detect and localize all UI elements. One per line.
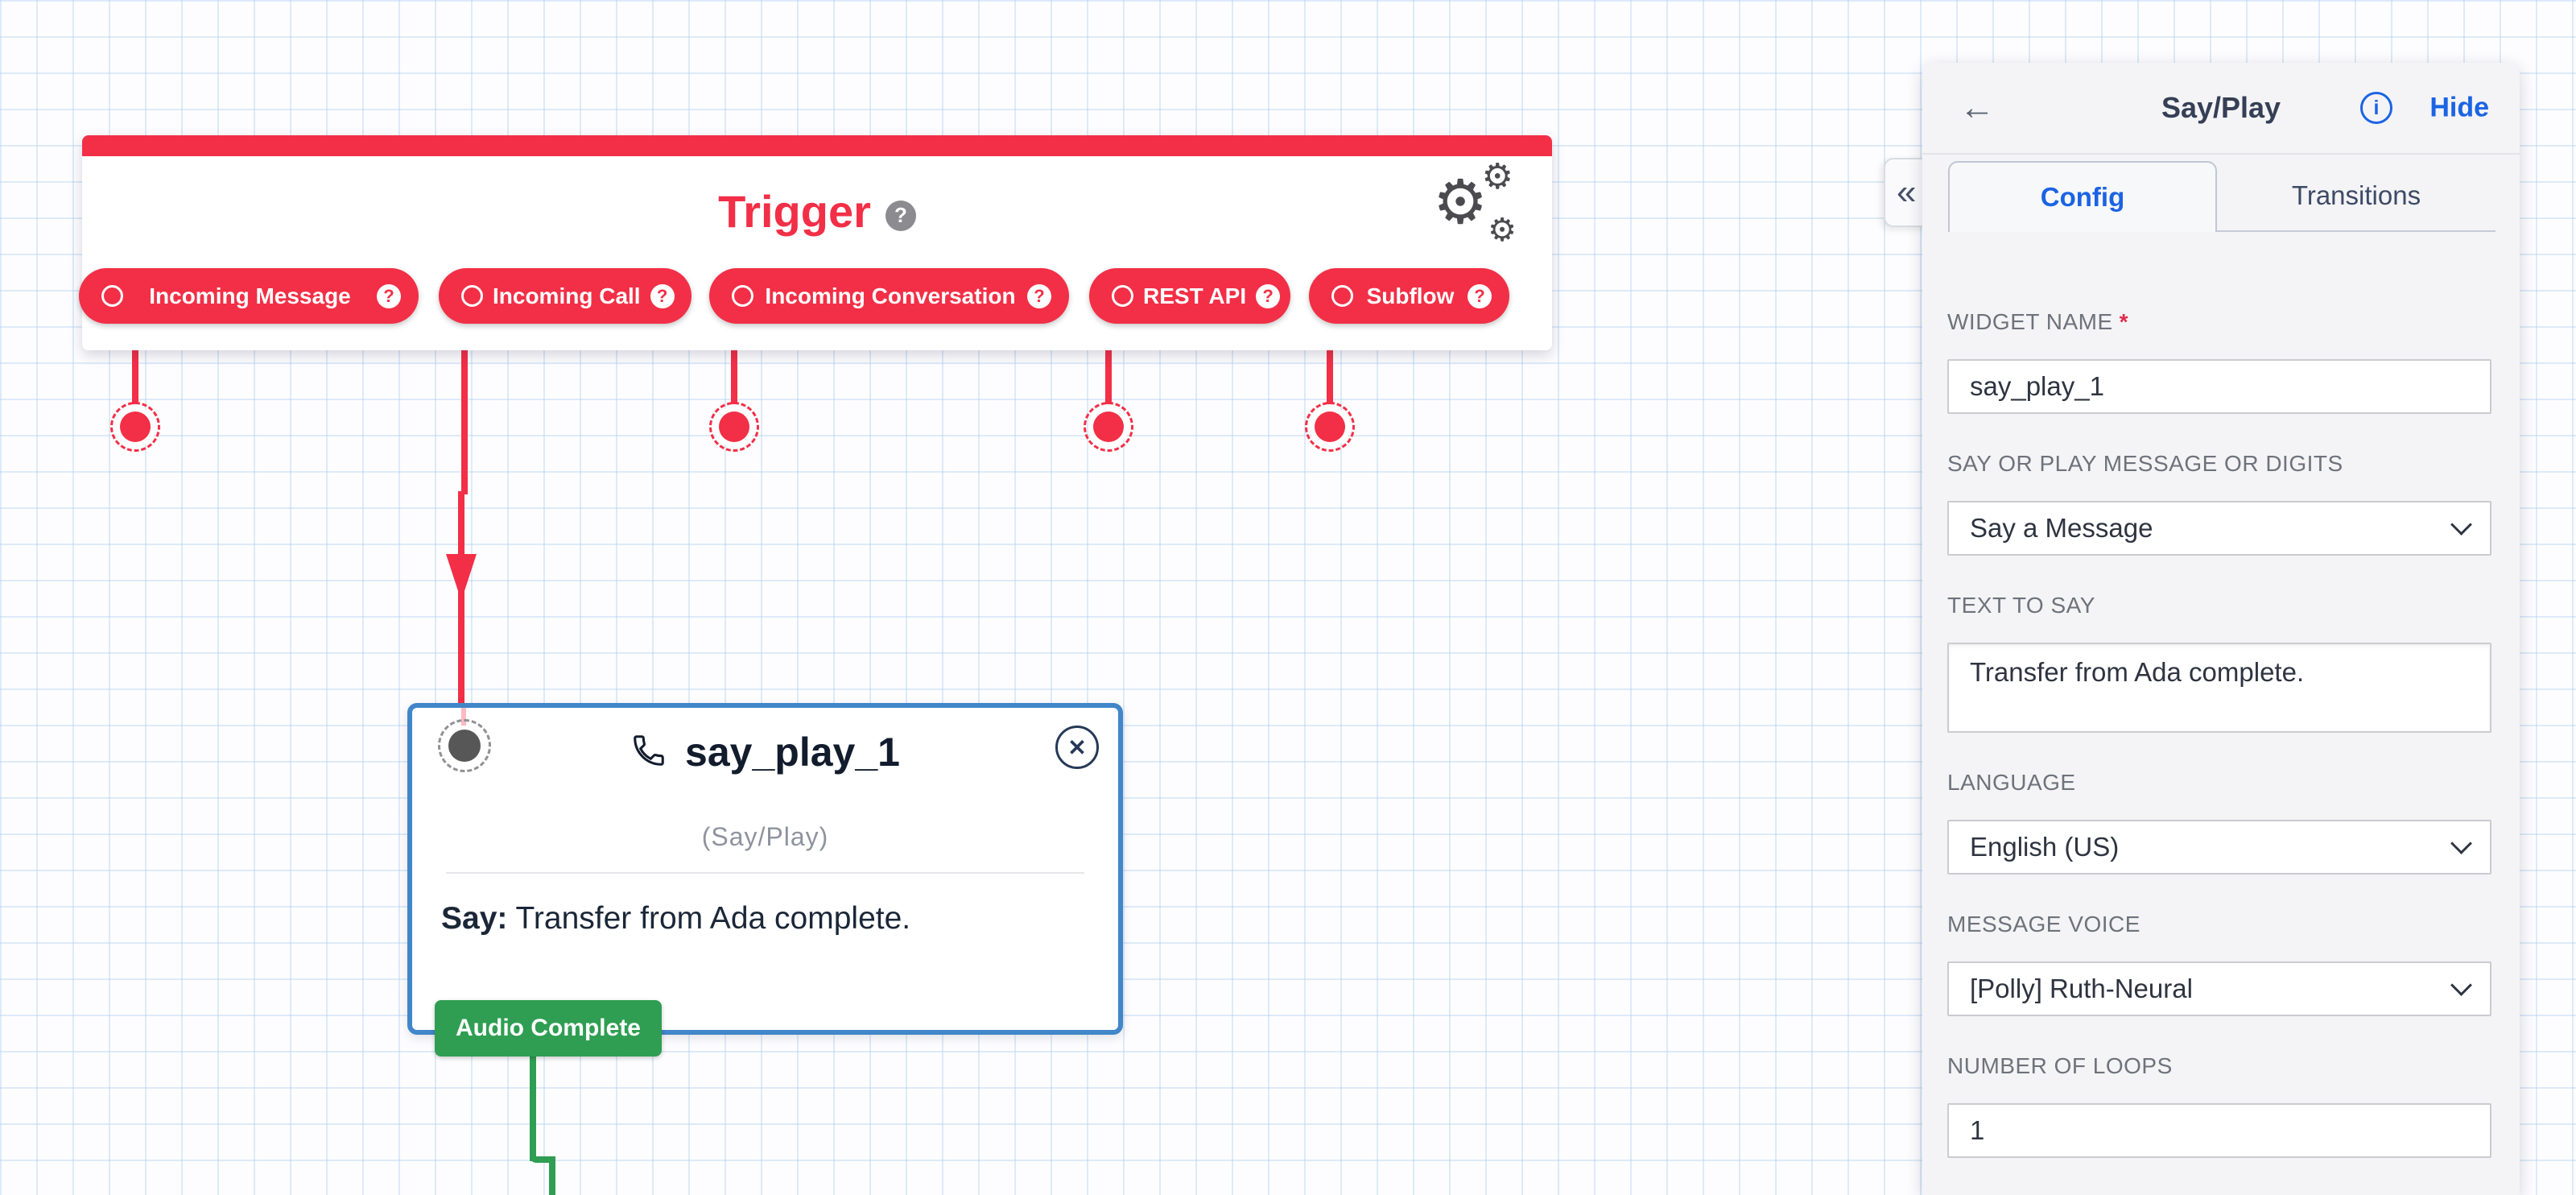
tab-config[interactable]: Config bbox=[1948, 161, 2217, 232]
connector-arrow-icon bbox=[446, 554, 477, 601]
field-language: LANGUAGE English (US) bbox=[1947, 770, 2491, 875]
port-dot-icon bbox=[1315, 411, 1345, 442]
pill-label: REST API bbox=[1143, 283, 1247, 308]
trigger-widget[interactable]: Trigger ? ⚙ ⚙ ⚙ Incoming Message ? Incom… bbox=[79, 135, 1552, 350]
pill-label: Incoming Conversation bbox=[765, 283, 1016, 308]
port-circle-icon bbox=[1112, 285, 1133, 307]
widget-name-input[interactable] bbox=[1947, 359, 2491, 414]
close-icon: ✕ bbox=[1067, 734, 1087, 760]
say-prefix: Say: bbox=[441, 901, 508, 936]
connector-line-rest-api bbox=[1105, 324, 1112, 404]
trigger-pill-rest-api[interactable]: REST API ? bbox=[1089, 268, 1290, 324]
widget-type-label: (Say/Play) bbox=[701, 822, 829, 851]
divider bbox=[446, 872, 1084, 874]
field-message-voice: MESSAGE VOICE [Polly] Ruth-Neural bbox=[1947, 912, 2491, 1016]
gear-icon: ⚙ bbox=[1433, 168, 1488, 237]
help-icon[interactable]: ? bbox=[377, 283, 401, 308]
chevrons-left-icon: « bbox=[1897, 172, 1917, 212]
arrow-left-icon: ← bbox=[1959, 88, 1995, 127]
trigger-pill-incoming-conversation[interactable]: Incoming Conversation ? bbox=[709, 268, 1069, 324]
help-icon[interactable]: ? bbox=[1256, 283, 1281, 308]
port-dot-icon bbox=[1093, 411, 1124, 442]
tab-transitions[interactable]: Transitions bbox=[2291, 180, 2421, 210]
field-label: WIDGET NAME* bbox=[1947, 309, 2491, 335]
say-play-widget[interactable]: say_play_1 ✕ (Say/Play) Say: Transfer fr… bbox=[407, 703, 1123, 1056]
port-circle-icon bbox=[461, 285, 483, 307]
transition-connector-line bbox=[530, 1156, 555, 1163]
transition-badge-audio-complete[interactable]: Audio Complete bbox=[435, 1000, 662, 1056]
field-say-or-play: SAY OR PLAY MESSAGE OR DIGITS Say a Mess… bbox=[1947, 451, 2491, 556]
pill-label: Incoming Message bbox=[149, 283, 351, 308]
config-fields: WIDGET NAME* SAY OR PLAY MESSAGE OR DIGI… bbox=[1947, 309, 2491, 1195]
trigger-title-row: Trigger ? bbox=[82, 185, 1552, 238]
number-of-loops-input[interactable] bbox=[1947, 1103, 2491, 1158]
say-or-play-select[interactable]: Say a Message bbox=[1947, 501, 2491, 556]
field-label: MESSAGE VOICE bbox=[1947, 912, 2140, 937]
info-icon: i bbox=[2373, 96, 2380, 119]
field-label: LANGUAGE bbox=[1947, 770, 2076, 795]
config-panel: ← Say/Play i Hide Config Transitions WID… bbox=[1922, 63, 2520, 1195]
select-value: English (US) bbox=[1970, 832, 2120, 862]
trigger-port-incoming-message[interactable] bbox=[110, 402, 160, 452]
phone-icon bbox=[630, 732, 667, 773]
widget-title-row: say_play_1 bbox=[517, 729, 1013, 775]
widget-input-port[interactable] bbox=[438, 719, 491, 772]
delete-widget-button[interactable]: ✕ bbox=[1055, 726, 1099, 769]
pill-label: Incoming Call bbox=[493, 283, 641, 308]
text-to-say-textarea[interactable]: Transfer from Ada complete. bbox=[1947, 643, 2491, 733]
widget-title: say_play_1 bbox=[685, 730, 900, 775]
port-dot-icon bbox=[719, 411, 749, 442]
widget-say-preview: Say: Transfer from Ada complete. bbox=[441, 901, 1091, 937]
connector-line-incoming-message bbox=[132, 324, 138, 404]
port-dot-icon bbox=[120, 411, 151, 442]
trigger-port-rest-api[interactable] bbox=[1084, 402, 1133, 452]
port-circle-icon bbox=[1331, 285, 1353, 307]
chevron-down-icon bbox=[2450, 832, 2472, 854]
trigger-pill-incoming-message[interactable]: Incoming Message ? bbox=[79, 268, 419, 324]
field-label: TEXT TO SAY bbox=[1947, 593, 2095, 618]
trigger-widget-header-bar bbox=[82, 135, 1552, 156]
field-number-of-loops: NUMBER OF LOOPS bbox=[1947, 1053, 2491, 1158]
trigger-pill-incoming-call[interactable]: Incoming Call ? bbox=[439, 268, 691, 324]
hide-button[interactable]: Hide bbox=[2429, 92, 2489, 123]
transition-connector-line bbox=[530, 1056, 536, 1161]
trigger-port-subflow[interactable] bbox=[1305, 402, 1355, 452]
required-asterisk: * bbox=[2119, 309, 2129, 334]
panel-tabs: Config Transitions bbox=[1948, 161, 2496, 232]
panel-header: ← Say/Play i Hide bbox=[1922, 63, 2520, 155]
pill-label: Subflow bbox=[1366, 283, 1455, 308]
trigger-pill-subflow[interactable]: Subflow ? bbox=[1309, 268, 1509, 324]
trigger-port-incoming-conversation[interactable] bbox=[709, 402, 759, 452]
port-dot-icon bbox=[448, 730, 481, 762]
say-text: Transfer from Ada complete. bbox=[515, 901, 911, 936]
connector-line-subflow bbox=[1327, 324, 1333, 404]
select-value: [Polly] Ruth-Neural bbox=[1970, 974, 2193, 1003]
help-icon[interactable]: ? bbox=[650, 283, 675, 308]
chevron-down-icon bbox=[2450, 513, 2472, 535]
field-label: NUMBER OF LOOPS bbox=[1947, 1053, 2173, 1078]
panel-title: Say/Play bbox=[2161, 91, 2281, 124]
language-select[interactable]: English (US) bbox=[1947, 820, 2491, 875]
gear-icon: ⚙ bbox=[1481, 157, 1513, 196]
message-voice-select[interactable]: [Polly] Ruth-Neural bbox=[1947, 961, 2491, 1016]
select-value: Say a Message bbox=[1970, 513, 2153, 543]
help-icon[interactable]: ? bbox=[1027, 283, 1051, 308]
help-icon[interactable]: ? bbox=[885, 200, 916, 231]
trigger-title: Trigger bbox=[718, 186, 871, 237]
port-circle-icon bbox=[101, 285, 123, 307]
field-label-text: WIDGET NAME bbox=[1947, 309, 2113, 334]
back-button[interactable]: ← bbox=[1959, 90, 1995, 126]
settings-gears-icon[interactable]: ⚙ ⚙ ⚙ bbox=[1433, 159, 1517, 248]
chevron-down-icon bbox=[2450, 974, 2472, 996]
port-circle-icon bbox=[732, 285, 753, 307]
field-text-to-say: TEXT TO SAY Transfer from Ada complete. bbox=[1947, 593, 2491, 733]
connector-line-incoming-call-upper bbox=[461, 324, 468, 494]
transition-connector-line bbox=[549, 1158, 555, 1195]
connector-line-incoming-conversation bbox=[731, 324, 737, 404]
info-button[interactable]: i bbox=[2360, 92, 2392, 124]
field-widget-name: WIDGET NAME* bbox=[1947, 309, 2491, 414]
help-icon[interactable]: ? bbox=[1468, 283, 1492, 308]
field-label: SAY OR PLAY MESSAGE OR DIGITS bbox=[1947, 451, 2343, 476]
gear-icon: ⚙ bbox=[1488, 213, 1517, 248]
